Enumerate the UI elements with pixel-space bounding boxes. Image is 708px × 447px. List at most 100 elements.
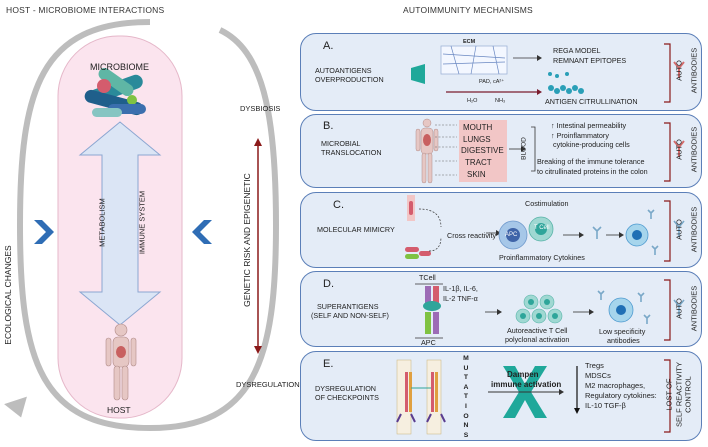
low-specificity-label-1: Low specificity: [599, 327, 646, 336]
ecological-changes-label: ECOLOGICAL CHANGES: [3, 245, 13, 345]
lost-label-1: LOST OF: [664, 378, 674, 411]
left-chevron-icon: [34, 220, 54, 244]
autoreactive-label-1: Autoreactive T Cell: [507, 326, 568, 335]
intestinal-permeability: ↑ Intestinal permeability: [551, 121, 627, 130]
antibody-icon: [673, 140, 685, 157]
mutation-letter: M: [463, 355, 469, 362]
left-header: HOST - MICROBIOME INTERACTIONS: [6, 5, 165, 15]
proinflammatory-line: ↑ Proinflammatory: [551, 131, 609, 140]
regulatory-list-4: IL-10 TGF-β: [585, 401, 626, 410]
cross-reactivity-label: Cross reactivity: [447, 231, 497, 240]
panel-a: A. AUTOANTIGENS OVERPRODUCTION ECM PAD, …: [300, 33, 702, 111]
panel-e-letter: E.: [323, 358, 334, 370]
tcr-icon: [425, 286, 431, 304]
intestinal-permeability-text: Intestinal permeability: [556, 121, 627, 130]
panel-e-title1: DYSREGULATION: [315, 384, 376, 393]
tcell-label: TCell: [419, 273, 436, 282]
autoreactive-label-2: polyclonal activation: [505, 335, 570, 344]
cycle-arrowhead-icon: [4, 396, 27, 418]
apc-label: APC: [505, 232, 518, 238]
site-digestive: DIGESTIVE: [461, 146, 504, 155]
genetic-risk-label: GENETIC RISK AND EPIGENETIC: [242, 173, 252, 307]
panel-b-letter: B.: [323, 120, 334, 132]
bacteria-icon: [405, 247, 431, 259]
panel-d: D. SUPERANTIGENS (SELF AND NON-SELF): [300, 271, 702, 347]
metabolism-label: METABOLISM: [97, 198, 107, 247]
panel-d-title1: SUPERANTIGENS: [317, 302, 379, 311]
site-tract: TRACT: [465, 158, 492, 167]
right-header: AUTOIMMUNITY MECHANISMS: [403, 5, 533, 15]
panel-c-antibodies: ANTIBODIES: [689, 206, 699, 253]
bacteria-cluster-icon: [84, 67, 146, 117]
mutation-letter: I: [465, 402, 467, 410]
apc-label: APC: [421, 338, 436, 347]
mutations-label: M U T A T I O N S: [462, 354, 470, 440]
remnant-epitope-icon: [548, 72, 569, 78]
mutation-letter: U: [463, 364, 469, 372]
cycle-arrow: [16, 19, 280, 432]
dampen-label-1: Dampen: [507, 370, 539, 379]
mutation-letter: S: [463, 431, 469, 439]
pad-label: PAD, cA²⁺: [479, 79, 505, 85]
nh3-label: NH₃: [495, 98, 506, 104]
panel-b-antibodies: ANTIBODIES: [689, 126, 699, 173]
dysregulation-label: DYSREGULATION: [236, 380, 300, 389]
mutation-letter: T: [463, 374, 469, 382]
proinflammatory-text: Proinflammatory: [556, 131, 609, 140]
site-lungs: LUNGS: [463, 135, 491, 144]
mutation-letter: T: [463, 393, 469, 401]
panel-a-title: AUTOANTIGENS OVERPRODUCTION: [315, 66, 384, 84]
h2o-label: H₂O: [467, 98, 478, 104]
il-cytokines-2: IL-2 TNF-α: [443, 294, 478, 303]
microbiome-label: MICROBIOME: [90, 62, 150, 72]
low-specificity-label-2: antibodies: [607, 336, 640, 345]
panel-d-graphics: [415, 279, 685, 341]
immune-system-label: IMMUNE SYSTEM: [137, 190, 147, 255]
mutation-letter: N: [463, 422, 469, 430]
site-mouth: MOUTH: [463, 123, 493, 132]
panel-b-auto: AUTO: [674, 139, 684, 160]
ecm-label: ECM: [463, 39, 476, 45]
panel-c: C. MOLECULAR MIMICRY Cross reactivit: [300, 192, 702, 268]
panel-a-antibodies: ANTIBODIES: [689, 47, 699, 94]
citrullinated-antigen-icon: [548, 85, 584, 94]
remnant-label: REMNANT EPITOPES: [553, 56, 627, 65]
lost-label-2: SELF REACTIVITY: [674, 362, 684, 428]
dysbiosis-label: DYSBIOSIS: [240, 104, 281, 113]
antibody-icon: [592, 209, 685, 255]
citrullination-label: ANTIGEN CITRULLINATION: [545, 97, 638, 106]
panel-e: E. DYSREGULATION OF CHECKPOINTS M U T A …: [300, 351, 702, 441]
panel-c-title: MOLECULAR MIMICRY: [317, 225, 395, 234]
enzyme-icon: [411, 64, 425, 84]
panel-a-letter: A.: [323, 40, 334, 52]
dampen-label-2: immune activation: [491, 380, 562, 389]
breaking-tolerance-line: Breaking of the immune tolerance: [537, 157, 645, 166]
panel-a-graphics: [411, 43, 685, 103]
panel-e-title2: OF CHECKPOINTS: [315, 393, 379, 402]
regulatory-list-2: M2 macrophages,: [585, 381, 646, 390]
panel-d-auto: AUTO: [674, 298, 684, 319]
costimulation-label: Costimulation: [525, 199, 569, 208]
cytokines-label: Proinflammatory Cytokines: [499, 253, 585, 262]
mutation-letter: A: [463, 383, 469, 391]
ecm-mesh-icon: [440, 45, 508, 75]
blood-label: BLOOD: [520, 137, 528, 160]
site-skin: SKIN: [467, 170, 486, 179]
mutation-letter: O: [463, 412, 469, 420]
human-anatomy-icon: [415, 118, 439, 184]
host-label: HOST: [107, 405, 131, 415]
rega-label: REGA MODEL: [553, 46, 601, 55]
panel-d-letter: D.: [323, 278, 334, 290]
mhc-icon: [425, 312, 431, 334]
panel-b-title: MICROBIAL TRANSLOCATION: [321, 139, 382, 157]
regulatory-list-1: MDSCs: [585, 371, 611, 380]
antibody-icon: [673, 61, 685, 78]
antibody-icon: [597, 290, 685, 324]
panel-c-graphics: [405, 195, 685, 262]
superantigen-icon: [423, 301, 441, 311]
panel-d-antibodies: ANTIBODIES: [689, 285, 699, 332]
panel-c-letter: C.: [333, 199, 344, 211]
regulatory-list-0: Tregs: [585, 361, 604, 370]
left-diagram: [4, 19, 280, 432]
citrullinated-colon-line: to citrullinated proteins in the colon: [537, 167, 648, 176]
